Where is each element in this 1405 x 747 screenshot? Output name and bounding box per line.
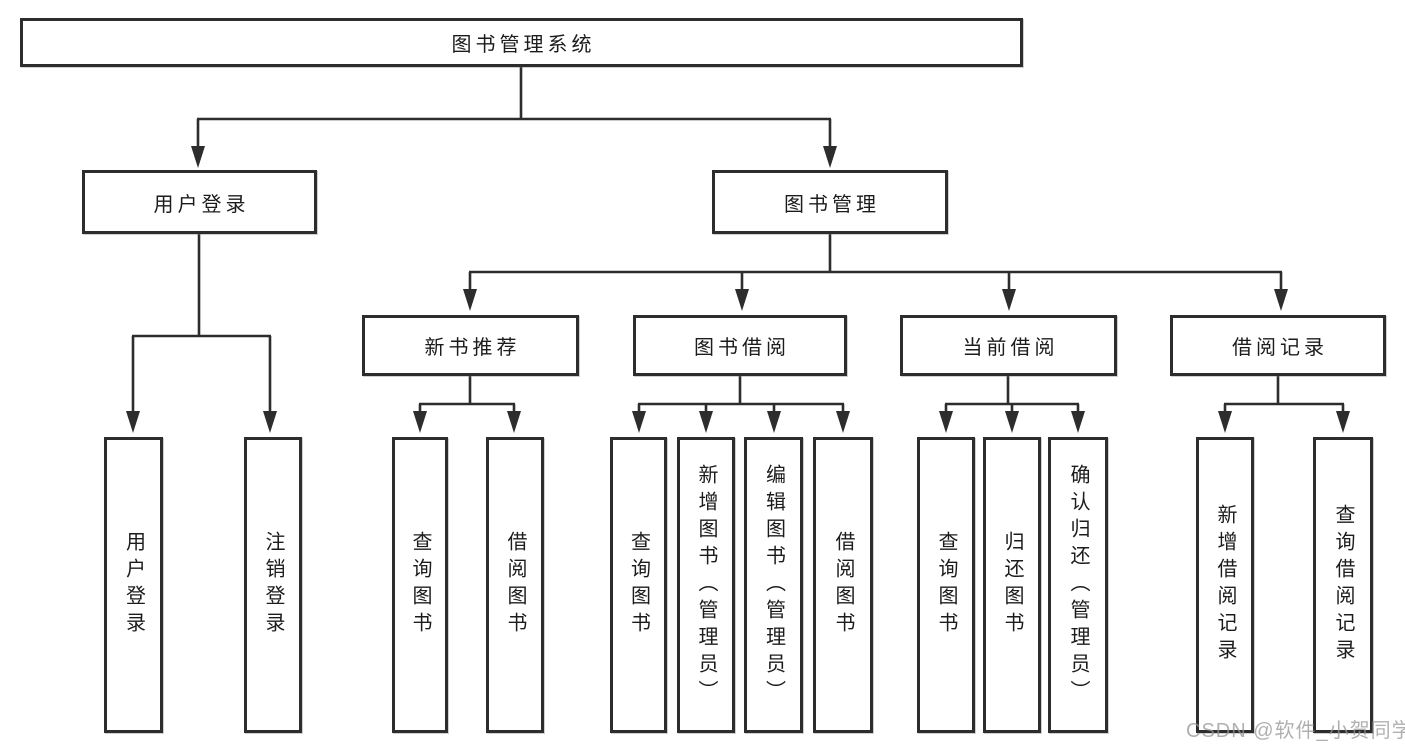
arrow-down-icon — [1005, 411, 1019, 433]
leaf-logout: 注销登录 — [244, 437, 302, 733]
node-book-management-label: 图书管理 — [784, 193, 880, 216]
connector-current-borrow-split — [944, 376, 1080, 412]
node-current-borrow-label: 当前借阅 — [962, 337, 1059, 359]
leaf-confirm-return-admin-label: 确认归还（管理员） — [1067, 463, 1089, 707]
leaf-user-login-label: 用户登录 — [122, 531, 145, 639]
leaf-borrow-books-recommend: 借阅图书 — [486, 437, 544, 733]
node-book-borrow-label: 图书借阅 — [694, 337, 790, 359]
connector-book-borrow-split — [637, 376, 845, 412]
leaf-query-books-borrow-label: 查询图书 — [627, 531, 650, 639]
leaf-borrow-books-recommend-label: 借阅图书 — [504, 531, 526, 639]
arrow-down-icon — [632, 411, 646, 433]
leaf-add-borrow-record-label: 新增借阅记录 — [1214, 504, 1236, 666]
leaf-query-books-current: 查询图书 — [917, 437, 975, 733]
node-user-login-label: 用户登录 — [153, 193, 250, 216]
arrow-down-icon — [1274, 289, 1288, 311]
leaf-borrow-books-label: 借阅图书 — [832, 531, 854, 639]
leaf-query-books-recommend-label: 查询图书 — [409, 531, 431, 639]
arrow-down-icon — [735, 289, 749, 311]
node-current-borrow: 当前借阅 — [900, 315, 1117, 376]
connector-borrow-records-split — [1223, 376, 1345, 412]
leaf-edit-books-admin-label: 编辑图书（管理员） — [762, 463, 785, 707]
arrow-down-icon — [836, 411, 850, 433]
arrow-down-icon — [767, 411, 781, 433]
arrow-down-icon — [1218, 411, 1232, 433]
leaf-query-books-borrow: 查询图书 — [610, 437, 667, 733]
arrowheads — [126, 146, 1350, 433]
leaf-add-books-admin-label: 新增图书（管理员） — [695, 463, 717, 707]
leaf-query-books-current-label: 查询图书 — [935, 531, 957, 639]
arrow-down-icon — [1336, 411, 1350, 433]
arrow-down-icon — [1071, 411, 1085, 433]
leaf-return-books: 归还图书 — [983, 437, 1041, 733]
arrow-down-icon — [823, 146, 837, 168]
node-new-book-recommend: 新书推荐 — [362, 315, 579, 376]
leaf-query-books-recommend: 查询图书 — [392, 437, 448, 733]
leaf-query-borrow-record: 查询借阅记录 — [1313, 437, 1373, 733]
arrow-down-icon — [126, 411, 140, 433]
csdn-watermark: CSDN @软件_小贺同学 — [1186, 720, 1405, 742]
arrow-down-icon — [507, 411, 521, 433]
arrow-down-icon — [263, 411, 277, 433]
node-root: 图书管理系统 — [20, 18, 1023, 67]
arrow-down-icon — [413, 411, 427, 433]
connector-book-management-split — [468, 234, 1283, 290]
node-new-book-recommend-label: 新书推荐 — [424, 337, 521, 359]
leaf-return-books-label: 归还图书 — [1001, 531, 1023, 639]
node-book-borrow: 图书借阅 — [633, 315, 847, 376]
node-root-label: 图书管理系统 — [451, 34, 596, 56]
arrow-down-icon — [939, 411, 953, 433]
arrow-down-icon — [1002, 289, 1016, 311]
arrow-down-icon — [699, 411, 713, 433]
leaf-add-books-admin: 新增图书（管理员） — [677, 437, 735, 733]
arrow-down-icon — [463, 289, 477, 311]
arrow-down-icon — [191, 146, 205, 168]
node-user-login: 用户登录 — [82, 170, 317, 234]
leaf-borrow-books: 借阅图书 — [813, 437, 873, 733]
leaf-logout-label: 注销登录 — [262, 531, 284, 639]
leaf-query-borrow-record-label: 查询借阅记录 — [1332, 504, 1354, 666]
leaf-edit-books-admin: 编辑图书（管理员） — [744, 437, 803, 733]
leaf-user-login: 用户登录 — [104, 437, 163, 733]
leaf-confirm-return-admin: 确认归还（管理员） — [1048, 437, 1108, 733]
node-borrow-records-label: 借阅记录 — [1232, 337, 1328, 359]
node-borrow-records: 借阅记录 — [1170, 315, 1386, 376]
connector-root-split — [196, 67, 832, 147]
node-book-management: 图书管理 — [712, 170, 948, 234]
connector-new-book-split — [418, 376, 516, 412]
connector-user-login-split — [131, 234, 272, 412]
leaf-add-borrow-record: 新增借阅记录 — [1196, 437, 1254, 733]
